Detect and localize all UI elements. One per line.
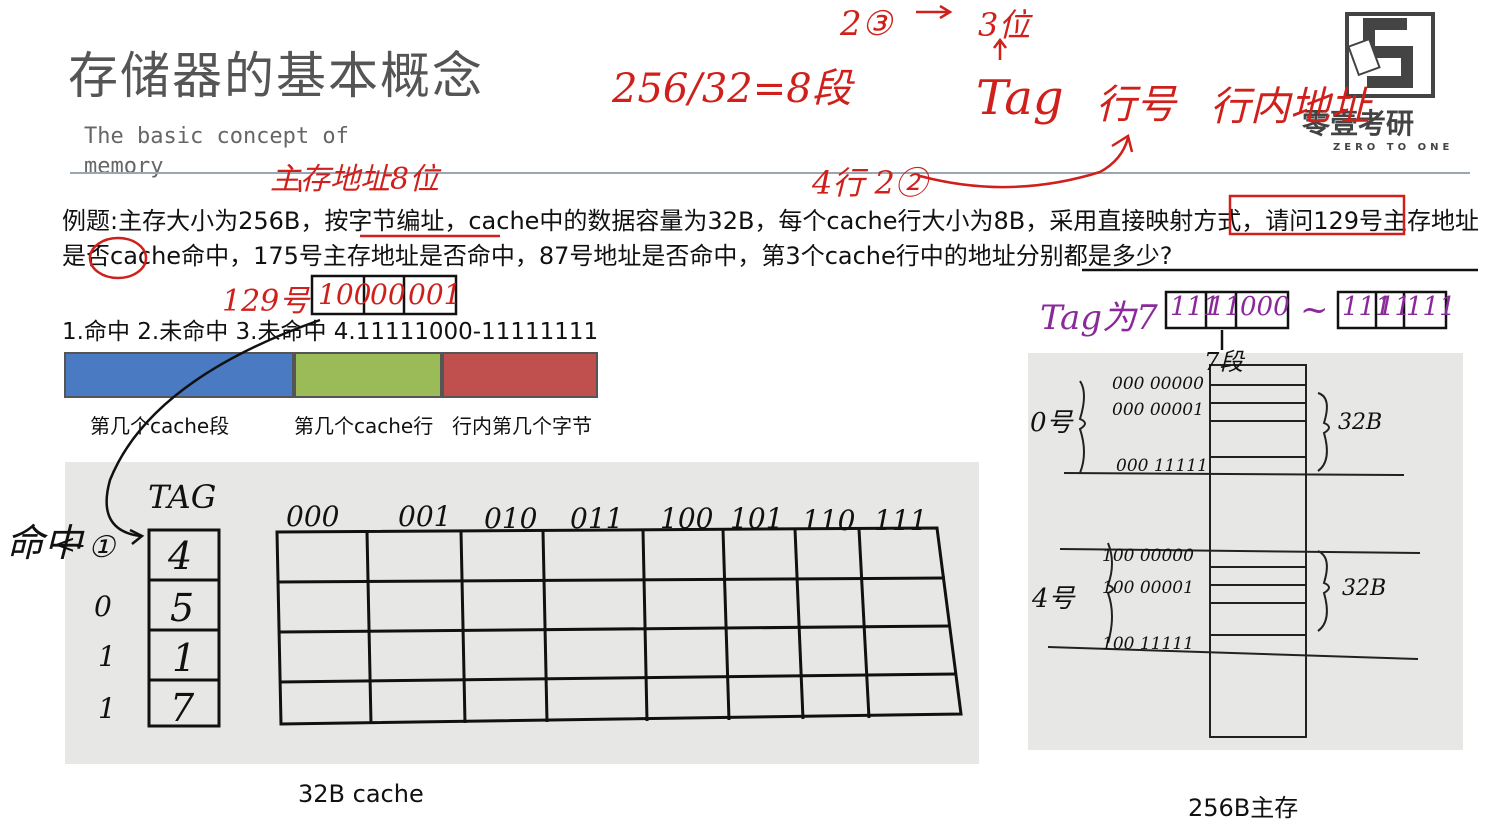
mem-seg4-row-2: 100 11111 <box>1102 634 1194 654</box>
segment-field-bar <box>64 352 294 398</box>
question-text: 例题:主存大小为256B，按字节编址，cache中的数据容量为32B，每个cac… <box>62 207 1480 270</box>
cache-diagram-photo <box>65 462 979 764</box>
line-field-bar <box>294 352 442 398</box>
logo-subtext: ZERO TO ONE <box>1333 142 1454 153</box>
page-title: 存储器的基本概念 <box>68 47 484 105</box>
col-label-6: 110 <box>802 504 856 537</box>
mem-seg0-label: 0号 <box>1030 408 1073 438</box>
mem-seg0-row-2: 000 11111 <box>1116 456 1208 476</box>
cache-caption: 32B cache <box>298 780 424 808</box>
note-range-start-offset: 000 <box>1240 292 1290 322</box>
note-in-line-addr: 行内地址 <box>1210 84 1370 130</box>
line-field-label: 第几个cache行 <box>294 414 434 438</box>
col-label-2: 010 <box>484 502 538 535</box>
title-divider <box>70 172 1470 174</box>
tag-value-1: 5 <box>170 586 195 630</box>
col-label-7: 111 <box>874 504 928 537</box>
memory-diagram-photo <box>1028 353 1463 750</box>
note-bin-offset: 001 <box>408 278 462 311</box>
mem-seg4-row-0: 100 00000 <box>1102 546 1194 566</box>
mem-seg4-label: 4号 <box>1032 584 1075 614</box>
note-lines-pow: 4行 2② <box>812 164 927 202</box>
note-hit: 命中 <box>6 521 83 565</box>
row-index-0: ① <box>88 530 115 565</box>
note-tilde: ~ <box>1300 290 1329 330</box>
row-index-3: 1 <box>98 692 116 725</box>
note-range-start-tag: 111 <box>1170 292 1220 322</box>
note-range-end-tag: 111 <box>1342 292 1392 322</box>
offset-field-bar <box>442 352 598 398</box>
col-label-5: 101 <box>730 502 784 535</box>
mem-size-label-4: 32B <box>1342 576 1387 601</box>
note-129: 129号 <box>222 284 310 319</box>
row-index-2: 1 <box>98 640 116 673</box>
note-tag: Tag <box>976 70 1064 126</box>
tag-value-2: 1 <box>172 636 197 680</box>
mem-seg0-row-1: 000 00001 <box>1112 400 1204 420</box>
offset-field-label: 行内第几个字节 <box>452 414 592 438</box>
logo-text: 零壹考研 <box>1302 107 1415 140</box>
col-label-0: 000 <box>286 500 340 533</box>
segment-field-label: 第几个cache段 <box>90 414 230 438</box>
note-segment: 7段 <box>1204 348 1244 376</box>
memory-caption: 256B主存 <box>1188 794 1299 822</box>
note-calc: 256/32=8段 <box>612 66 852 112</box>
tag-value-0: 4 <box>168 534 193 578</box>
col-label-1: 001 <box>398 500 452 533</box>
note-arrow-left: <- <box>54 530 85 560</box>
note-main-addr-8bit: 主存地址8位 <box>270 162 440 197</box>
tag-value-3: 7 <box>170 686 195 730</box>
tag-header: TAG <box>148 478 217 516</box>
note-tag-is-7: Tag为7 <box>1040 298 1158 338</box>
mem-seg0-row-0: 000 00000 <box>1112 374 1204 394</box>
logo-icon <box>1345 12 1435 98</box>
note-range-end-offset: 111 <box>1406 292 1456 322</box>
page-subtitle: The basic concept of memory <box>84 124 349 179</box>
note-range-start-line: 11 <box>1208 292 1242 322</box>
note-range-end-line: 11 <box>1378 292 1412 322</box>
note-line-no: 行号 <box>1096 82 1176 128</box>
col-label-3: 011 <box>570 502 624 535</box>
col-label-4: 100 <box>660 502 714 535</box>
note-bin-tag: 100 <box>318 278 372 311</box>
note-3bits: 3位 <box>978 6 1031 44</box>
mem-size-label-0: 32B <box>1338 410 1383 435</box>
row-index-1: 0 <box>94 590 112 623</box>
note-bin-line: 00 <box>370 278 406 311</box>
answer-text: 1.命中 2.未命中 3.未命中 4.11111000-11111111 <box>62 319 599 345</box>
mem-seg4-row-1: 100 00001 <box>1102 578 1194 598</box>
note-pow: 2③ <box>840 4 893 44</box>
